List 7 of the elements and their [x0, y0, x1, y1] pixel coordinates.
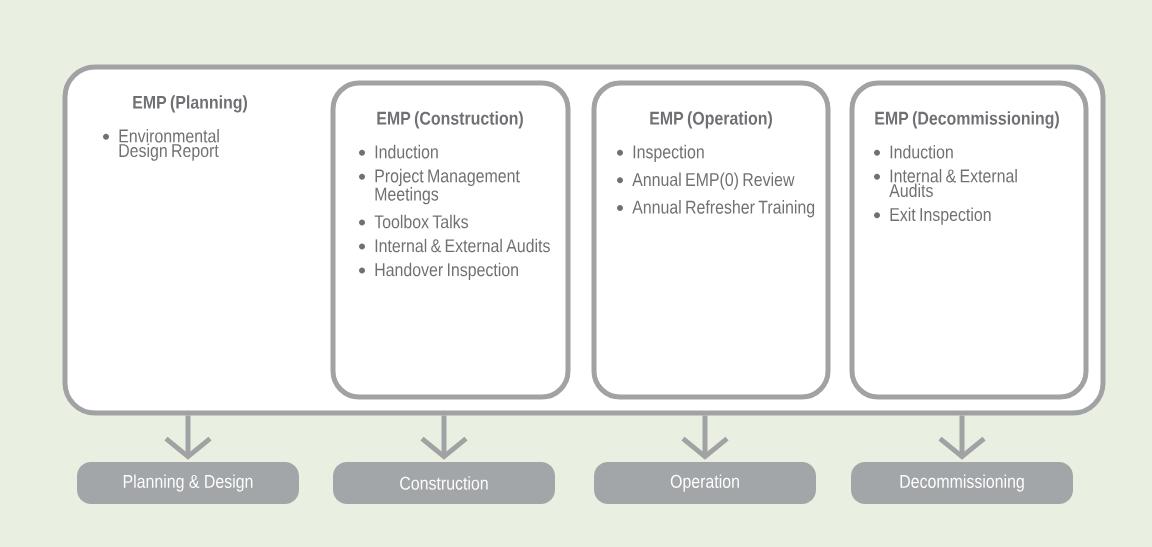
stage-pill: Construction: [333, 462, 555, 504]
stage-box: EMP (Construction) Induction Project Management Meetings Toolbox Talks Internal & External Audits Handover Inspection: [330, 80, 571, 400]
stage-pill: Decommissioning: [851, 462, 1073, 504]
stage-box: EMP (Decommissioning) Induction Internal & External Audits Exit Inspection: [849, 80, 1089, 400]
stage-pill: Operation: [594, 462, 816, 504]
stage-box: EMP (Operation) Inspection Annual EMP(0) Review Annual Refresher Training: [591, 80, 831, 400]
stage-pill: Planning & Design: [77, 462, 299, 504]
